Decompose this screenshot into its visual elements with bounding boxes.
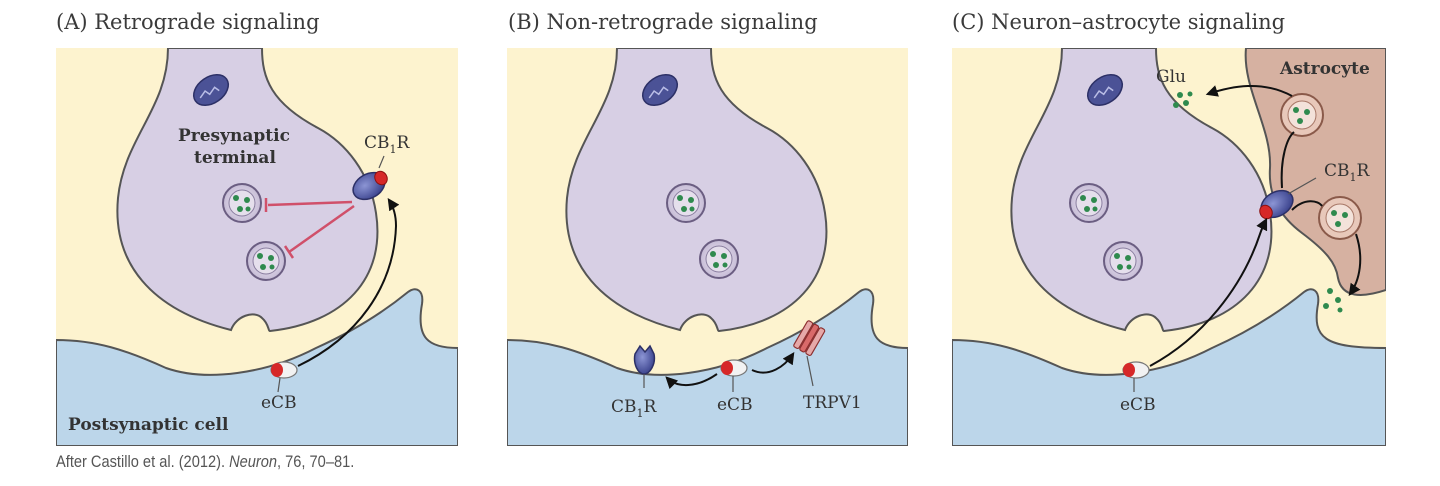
trpv1-pointer xyxy=(806,355,814,387)
postsynaptic-cell xyxy=(952,288,1386,446)
panel-c-diagram: CB1R Glu Astrocyte eCB xyxy=(952,48,1386,446)
glu-release-arrow xyxy=(1205,85,1293,97)
cb1r-label: CB1R xyxy=(611,397,658,420)
receptor-pointer xyxy=(1287,177,1317,195)
trpv1-label: TRPV1 xyxy=(803,393,862,413)
receptor-to-lower-vesicle-arrow xyxy=(1291,200,1323,211)
synaptic-vesicle xyxy=(666,183,706,223)
ecb-to-trpv1-arrow xyxy=(751,352,795,374)
ecb-molecule xyxy=(270,361,298,379)
cb1-receptor xyxy=(352,170,388,201)
panel-b-title: (B) Non-retrograde signaling xyxy=(508,10,818,34)
ecb-molecule xyxy=(1122,361,1150,379)
synaptic-vesicle xyxy=(699,239,739,279)
panel-b-diagram: CB1R eCB TRPV1 xyxy=(507,48,908,446)
presynaptic-label-line2: terminal xyxy=(194,148,276,168)
astrocyte-label: Astrocyte xyxy=(1279,59,1370,79)
vesicle-release-arrow xyxy=(1348,233,1362,296)
glutamate-molecules xyxy=(1323,288,1343,313)
cb1r-label: CB1R xyxy=(364,133,411,156)
retrograde-arrow xyxy=(297,198,400,367)
presynaptic-terminal xyxy=(1010,48,1273,333)
cb1r-label: CB1R xyxy=(1324,161,1371,184)
cb1-receptor xyxy=(633,344,656,375)
postsynaptic-cell xyxy=(56,288,458,446)
mitochondrion xyxy=(192,74,230,106)
glu-label: Glu xyxy=(1156,67,1186,87)
receptor-to-vesicle-arrow xyxy=(1280,131,1295,189)
ecb-label: eCB xyxy=(261,393,297,413)
mitochondrion xyxy=(1086,74,1124,106)
ecb-to-cb1r-arrow xyxy=(665,373,718,390)
synaptic-vesicle xyxy=(1103,241,1143,281)
ecb-pointer xyxy=(277,377,281,393)
panel-a-diagram: CB1R eCB Presynaptic terminal Postsynapt… xyxy=(56,48,458,446)
synaptic-vesicle xyxy=(222,183,262,223)
ecb-label: eCB xyxy=(1120,395,1156,415)
ecb-molecule xyxy=(720,359,748,377)
cb1-receptor xyxy=(1259,189,1294,220)
presynaptic-label-line1: Presynaptic xyxy=(178,126,290,146)
synaptic-vesicle xyxy=(246,241,286,281)
ecb-to-astrocyte-arrow xyxy=(1149,217,1268,367)
figure-caption: After Castillo et al. (2012). Neuron, 76… xyxy=(56,452,355,471)
postsynaptic-label: Postsynaptic cell xyxy=(68,415,229,435)
mitochondrion xyxy=(641,74,679,106)
astrocyte-vesicle xyxy=(1280,93,1324,137)
trpv1-channel xyxy=(793,320,826,356)
receptor-pointer xyxy=(378,155,385,169)
astrocyte-vesicle xyxy=(1318,196,1362,240)
panel-c-title: (C) Neuron–astrocyte signaling xyxy=(952,10,1286,34)
glutamate-molecules xyxy=(1173,91,1193,108)
ecb-label: eCB xyxy=(717,395,753,415)
panel-a-title: (A) Retrograde signaling xyxy=(56,10,320,34)
synaptic-vesicle xyxy=(1069,183,1109,223)
inhibition-arrows xyxy=(264,198,355,259)
